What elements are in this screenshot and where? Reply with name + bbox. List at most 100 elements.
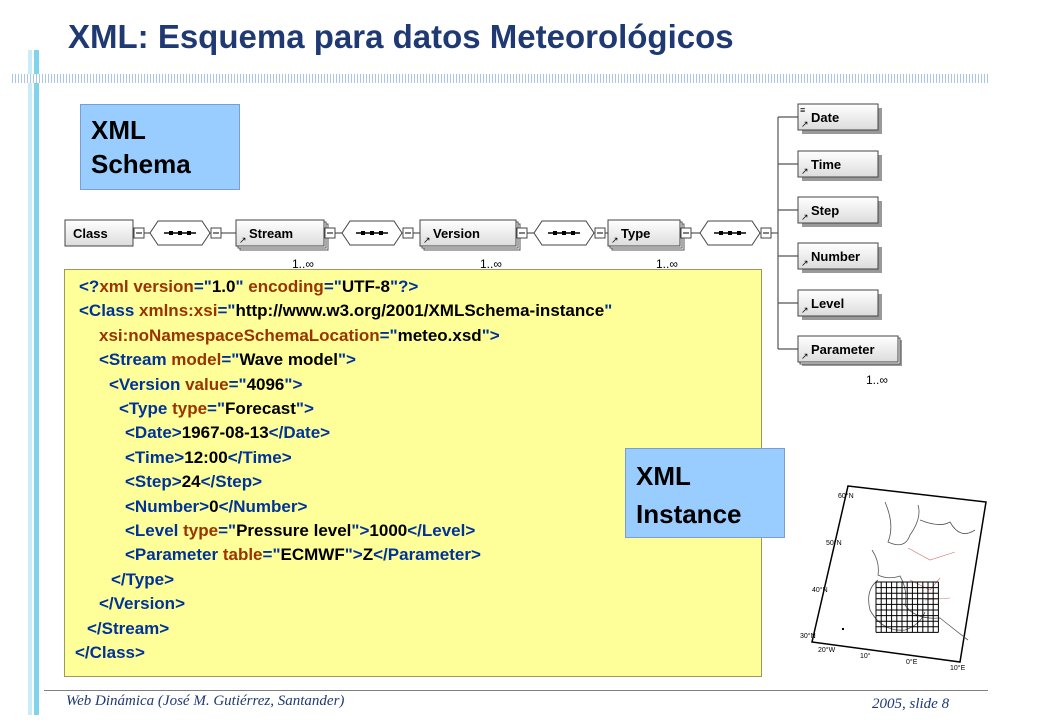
code-token: 1000 (369, 521, 408, 540)
link-arrow-icon: ↗ (801, 119, 809, 129)
lat-label-50: 50°N (826, 539, 842, 547)
code-token: "> (481, 325, 500, 345)
code-token: xmlns:xsi (139, 301, 218, 321)
map-coastline-north (884, 501, 976, 546)
code-token: "> (337, 350, 356, 370)
code-token: 1967-08-13 (181, 423, 269, 443)
schema-node-label: Version (433, 226, 480, 241)
code-token: "> (351, 521, 370, 540)
code-line: <Version value="4096"> (109, 373, 302, 397)
europe-grid-map: 60°N 50°N 40°N 30°N 20°W 10° 0°E 10°E (800, 485, 987, 672)
code-token: <Time> (125, 447, 185, 467)
code-token: " (235, 277, 249, 296)
sequence-compositor-icon (149, 220, 222, 246)
lat-label-40: 40°N (812, 586, 828, 594)
schema-child-label: Number (811, 249, 860, 264)
schema-node-label: Type (621, 226, 650, 241)
code-token: Pressure level (236, 521, 352, 540)
code-token: "?> (389, 277, 419, 296)
link-arrow-icon: ↗ (239, 235, 247, 245)
code-token: </Parameter> (373, 545, 481, 565)
schema-node-label: Class (73, 226, 108, 241)
code-line: <Date>1967-08-13</Date> (125, 421, 330, 445)
code-token: <Step> (125, 472, 182, 492)
map-coastline-west (871, 549, 969, 641)
lon-label-20w: 20°W (818, 646, 836, 654)
code-token: =" (221, 350, 240, 370)
code-token: 24 (181, 472, 201, 492)
code-token: table (222, 545, 263, 565)
code-token: type (172, 399, 208, 418)
code-token: </Date> (268, 423, 331, 443)
footer-author: Web Dinámica (José M. Gutiérrez, Santand… (66, 693, 345, 709)
code-token: =" (262, 545, 281, 565)
code-token: </Level> (407, 521, 476, 540)
code-line: <Stream model="Wave model"> (99, 348, 356, 372)
code-token: "> (344, 545, 363, 565)
code-line: </Class> (75, 641, 145, 665)
map-outline (811, 485, 987, 663)
code-token: xsi:noNamespaceSchemaLocation (99, 325, 380, 345)
code-token: " (604, 301, 613, 321)
content-model-icon: ≡ (800, 105, 805, 115)
code-token: <Class (79, 301, 140, 321)
code-token: Z (362, 545, 374, 565)
link-arrow-icon: ↗ (801, 305, 809, 315)
multiplicity-label: 1..∞ (480, 257, 502, 271)
code-line: </Stream> (87, 617, 169, 641)
left-accent-bar (34, 50, 39, 715)
code-token: 12:00 (184, 447, 228, 467)
code-token: Forecast (225, 399, 296, 418)
code-token: <Type (119, 399, 173, 418)
schema-child-label: Step (811, 203, 839, 218)
code-token: 4096 (246, 374, 285, 394)
link-arrow-icon: ↗ (423, 235, 431, 245)
code-line: <Time>12:00</Time> (125, 446, 292, 470)
slide-title: XML: Esquema para datos Meteorológicos (68, 18, 734, 55)
code-token: =" (217, 301, 236, 321)
lon-label-0e: 0°E (906, 658, 918, 666)
schema-child-level: ↗Level (797, 289, 882, 320)
link-arrow-icon: ↗ (801, 258, 809, 268)
code-token: ECMWF (280, 545, 345, 565)
code-token: model (171, 350, 222, 370)
code-token: </Version> (99, 594, 185, 614)
code-token: type (183, 521, 219, 540)
footer-slide-number: 2005, slide 8 (872, 696, 950, 712)
xml-instance-label: XML Instance (625, 448, 785, 538)
code-token: =" (218, 521, 237, 540)
code-token: <Stream (99, 350, 172, 370)
code-line: <Parameter table="ECMWF">Z</Parameter> (125, 543, 481, 567)
schema-node-version: ↗Version 1..∞ (419, 219, 528, 271)
schema-child-time: ↗Time (797, 150, 882, 181)
multiplicity-label: 1..∞ (292, 257, 314, 271)
code-line: <Step>24</Step> (125, 470, 262, 494)
link-arrow-icon: ↗ (801, 212, 809, 222)
code-token: 1.0 (211, 277, 236, 296)
multiplicity-label: 1..∞ (656, 257, 678, 271)
code-token: 0 (209, 496, 219, 516)
code-token: <Number> (125, 496, 210, 516)
code-token: xml version (99, 277, 194, 296)
code-token: </Step> (200, 472, 263, 492)
schema-child-number: ↗Number (797, 242, 882, 273)
sequence-compositor-icon (533, 220, 606, 246)
code-token: </Time> (227, 447, 292, 467)
link-arrow-icon: ↗ (801, 351, 809, 361)
code-line: <Level type="Pressure level">1000</Level… (125, 519, 475, 543)
code-token: "> (284, 374, 303, 394)
code-token: </Stream> (87, 618, 170, 638)
code-token: meteo.xsd (397, 325, 482, 345)
code-token: =" (323, 277, 342, 296)
code-line: <Class xmlns:xsi="http://www.w3.org/2001… (79, 299, 612, 323)
code-line: xsi:noNamespaceSchemaLocation="meteo.xsd… (99, 324, 500, 348)
code-token: </Class> (75, 643, 145, 662)
footer-divider (44, 690, 988, 691)
schema-child-step: ↗Step (797, 196, 882, 227)
sequence-compositor-icon (341, 220, 414, 246)
lat-label-60: 60°N (838, 492, 854, 500)
lon-label-10: 10° (860, 652, 871, 660)
